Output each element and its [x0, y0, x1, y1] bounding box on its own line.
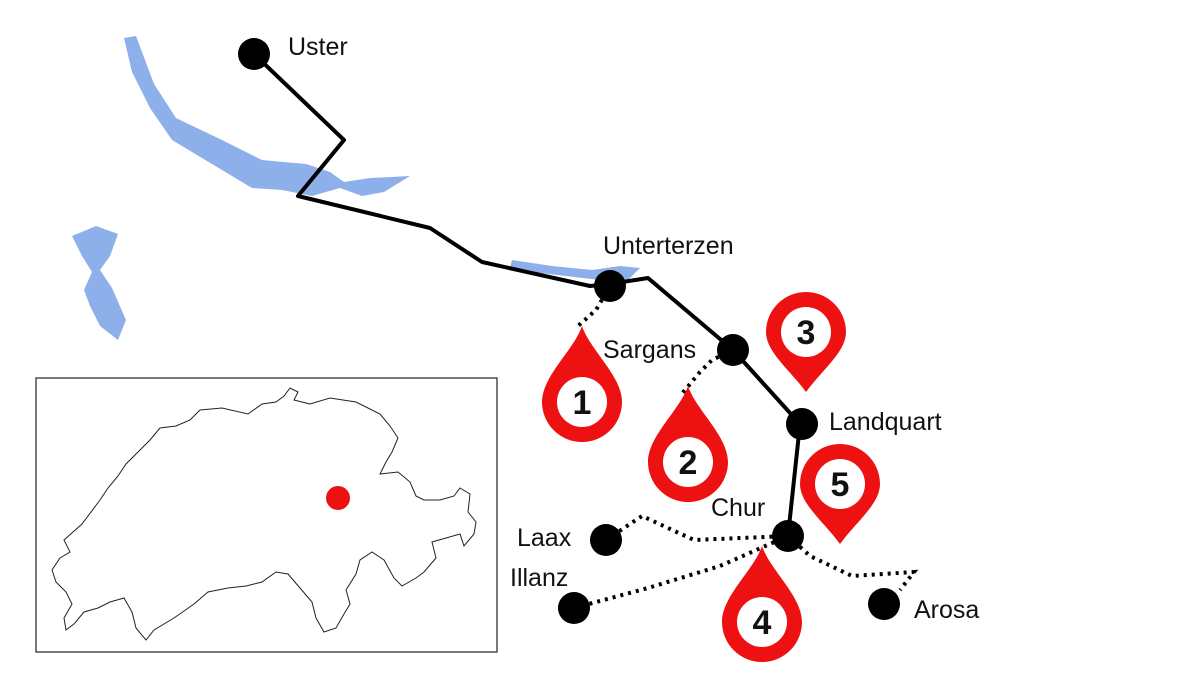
pin-1-drop-icon: 1	[542, 326, 622, 442]
station-label-landquart: Landquart	[829, 408, 942, 436]
station-dot-uster	[238, 38, 270, 70]
station-label-arosa: Arosa	[914, 596, 979, 624]
pin-5-map-pin-icon: 5	[800, 444, 880, 544]
station-dot-arosa	[868, 588, 900, 620]
route-dotted-illanz	[573, 534, 789, 610]
station-label-illanz: Illanz	[510, 564, 568, 592]
station-dot-illanz	[558, 592, 590, 624]
pin-4-drop-icon: 4	[722, 546, 802, 662]
station-label-unterterzen: Unterterzen	[603, 232, 734, 260]
lakes	[72, 36, 640, 340]
lake-greifensee	[72, 226, 126, 340]
pin-3-number: 3	[797, 314, 816, 352]
station-label-uster: Uster	[288, 33, 348, 61]
pin-2-number: 2	[679, 444, 698, 482]
station-dots	[238, 38, 900, 624]
numbered-pins: 1 2 3 4 5	[542, 292, 880, 662]
inset-frame	[35, 377, 498, 653]
station-labels: Uster Unterterzen Sargans Landquart Chur…	[288, 33, 979, 624]
station-dot-landquart	[786, 408, 818, 440]
station-label-chur: Chur	[711, 494, 765, 522]
pin-2-drop-icon: 2	[648, 386, 728, 502]
pin-3-map-pin-icon: 3	[766, 292, 846, 392]
station-dot-unterterzen	[594, 270, 626, 302]
station-dot-sargans	[717, 334, 749, 366]
inset-locator-map	[35, 377, 498, 653]
switzerland-outline	[51, 387, 477, 641]
station-label-sargans: Sargans	[603, 336, 696, 364]
train-route-main	[252, 52, 802, 537]
station-label-laax: Laax	[517, 524, 572, 552]
station-dot-laax	[590, 524, 622, 556]
dotted-routes	[573, 284, 919, 610]
pin-4-number: 4	[753, 604, 772, 642]
pin-1-number: 1	[573, 384, 592, 422]
station-dot-chur	[772, 520, 804, 552]
route-dotted-arosa	[786, 534, 919, 592]
inset-location-dot	[326, 486, 350, 510]
lake-zurich	[124, 36, 410, 196]
pin-5-number: 5	[831, 466, 850, 504]
